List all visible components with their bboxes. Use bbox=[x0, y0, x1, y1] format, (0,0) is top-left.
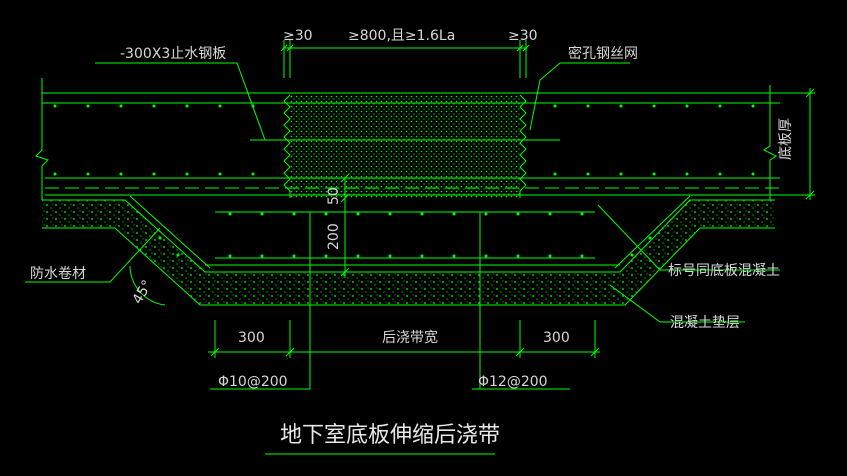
dimension-lines bbox=[129, 40, 815, 358]
cushion-fill bbox=[42, 200, 775, 305]
dim-right-300: 300 bbox=[543, 330, 570, 346]
dim-top-left: ≥30 bbox=[283, 28, 313, 44]
rebar-left-label: Φ10@200 bbox=[218, 374, 288, 390]
mesh-label: 密孔钢丝网 bbox=[568, 45, 638, 62]
rebar-right-label: Φ12@200 bbox=[478, 374, 548, 390]
leader-lines bbox=[25, 62, 780, 390]
drawing-title: 地下室底板伸缩后浇带 bbox=[280, 423, 500, 448]
cushion-label: 混凝土垫层 bbox=[670, 315, 740, 331]
concrete-label: 标号同底板混凝土 bbox=[668, 263, 780, 279]
top-rebar-dots bbox=[53, 104, 755, 176]
steel-plate-label: -300X3止水钢板 bbox=[120, 46, 226, 62]
dim-top-mid: ≥800,且≥1.6La bbox=[348, 28, 455, 44]
post-cast-band bbox=[250, 94, 560, 198]
thickness-label: 底板厚 bbox=[778, 118, 794, 160]
waterproof-label: 防水卷材 bbox=[30, 266, 86, 282]
pit-rebar-dots bbox=[158, 212, 652, 258]
dim-50-label: 50 bbox=[326, 187, 342, 205]
dim-left-300: 300 bbox=[238, 330, 265, 346]
dim-200-label: 200 bbox=[326, 223, 342, 250]
dim-top-right: ≥30 bbox=[508, 28, 538, 44]
band-width-label: 后浇带宽 bbox=[382, 329, 438, 346]
